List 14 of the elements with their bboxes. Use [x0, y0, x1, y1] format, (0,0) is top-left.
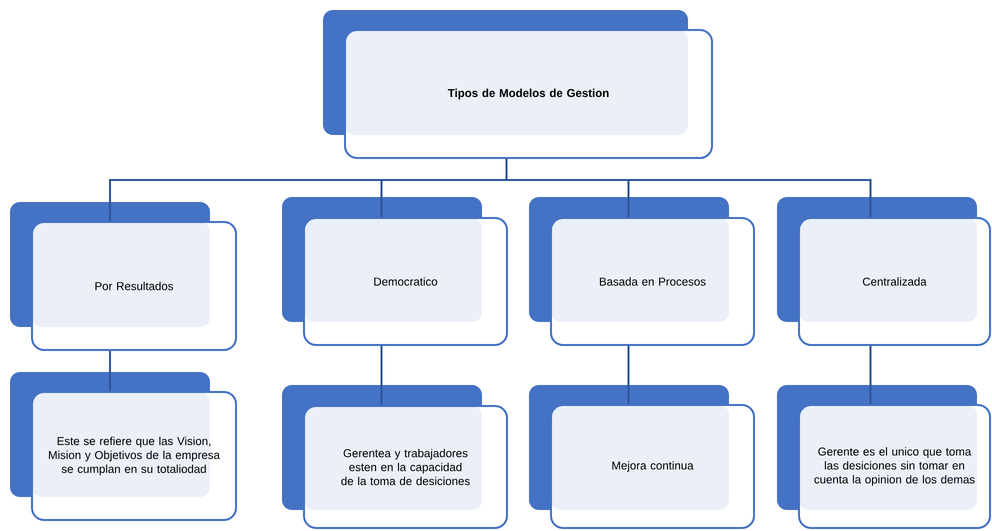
connector-line	[506, 159, 872, 217]
org-box: Por Resultados	[10, 202, 237, 351]
org-box: Tipos de Modelos de Gestion	[323, 10, 713, 159]
connector-line	[628, 346, 630, 404]
connector-line	[380, 346, 382, 405]
org-box: Este se refiere que las Vision, Mision y Objetivos de la empresa se cumplan en su totaliodad	[10, 372, 237, 521]
org-box: Democratico	[282, 197, 508, 346]
connector-line	[109, 351, 111, 391]
connector-line	[870, 346, 872, 404]
org-box: Centralizada	[777, 197, 991, 346]
org-box: Basada en Procesos	[529, 197, 755, 346]
org-box: Mejora continua	[529, 385, 755, 529]
org-box: Gerentea y trabajadores esten en la capacidad de la toma de desiciones	[282, 385, 508, 529]
org-box: Gerente es el unico que toma las desiciones sin tomar en cuenta la opinion de los demas	[777, 385, 991, 529]
